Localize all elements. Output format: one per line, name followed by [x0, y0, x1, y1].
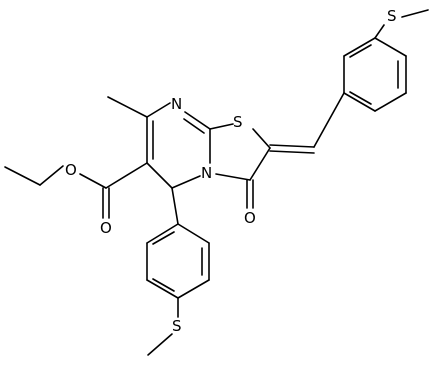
pyrimidine-ring: [146, 102, 211, 189]
bottom-thiomethyl: [147, 297, 179, 356]
atom-n-imine: N: [171, 95, 182, 113]
top-thiomethyl: [374, 9, 429, 39]
atom-s-top: S: [387, 7, 397, 25]
atom-s-thiazole: S: [233, 113, 243, 131]
atom-o-ester-carbonyl: O: [100, 219, 112, 237]
atom-o-ester: O: [65, 161, 77, 179]
atom-n-ring: N: [201, 164, 212, 182]
atom-labels: S S N N O O O S: [65, 7, 397, 335]
atom-o-carbonyl: O: [244, 209, 256, 227]
bottom-phenyl-ring: [146, 187, 210, 299]
atom-s-bottom: S: [172, 317, 182, 335]
ethyl-ester: [4, 162, 148, 219]
ring-carbonyl: [246, 179, 254, 209]
exocyclic-methylidene: [269, 92, 345, 154]
top-phenyl-ring: [343, 37, 407, 112]
methyl-bond: [107, 96, 148, 118]
thiazole-ring: [209, 123, 271, 181]
